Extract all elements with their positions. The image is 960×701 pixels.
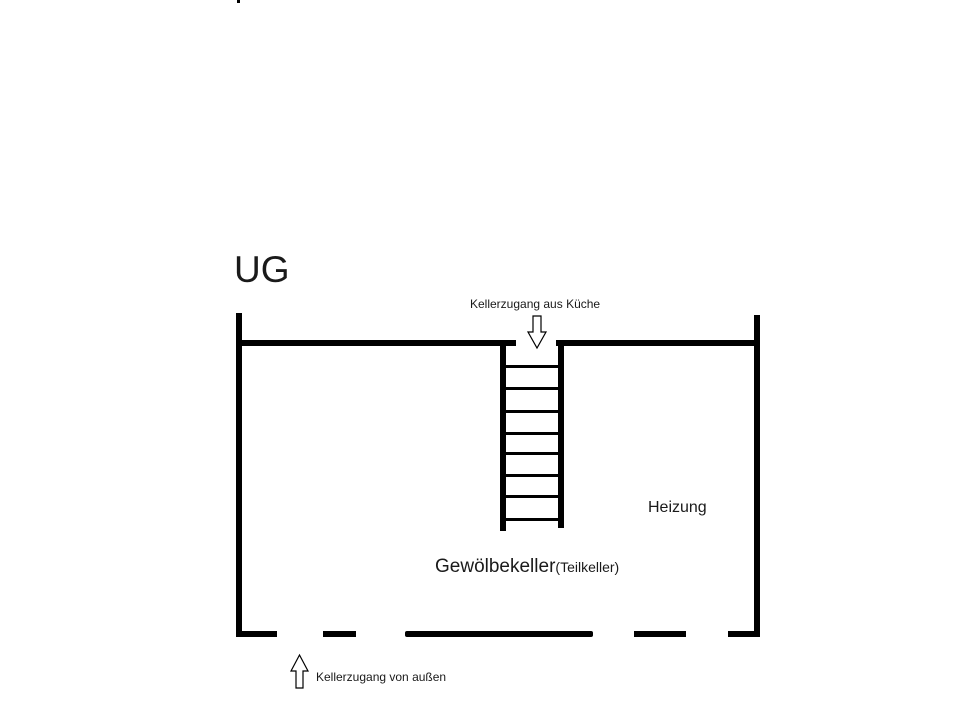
- stair-rung: [505, 432, 559, 435]
- stray-mark: [237, 0, 240, 3]
- bottom-wall-segment: [236, 631, 277, 637]
- right-wall: [754, 315, 760, 637]
- stair-rung: [505, 495, 559, 498]
- label-cellar-main: Gewölbekeller: [435, 556, 556, 577]
- label-cellar-sub: (Teilkeller): [555, 559, 620, 575]
- arrow-down-icon: [526, 315, 548, 350]
- bottom-wall-segment: [323, 631, 356, 637]
- bottom-wall-segment: [405, 631, 593, 637]
- walls: [236, 313, 760, 637]
- stair-rung: [505, 474, 559, 477]
- top-right-wall: [556, 340, 760, 346]
- stair-rung: [505, 387, 559, 390]
- label-cellar: Gewölbekeller(Teilkeller): [435, 556, 619, 578]
- stair-rung: [505, 518, 559, 521]
- arrow-up-icon: [290, 653, 309, 689]
- staircase: [505, 365, 559, 521]
- stair-rung: [505, 410, 559, 413]
- stair-rung: [505, 365, 559, 368]
- label-top-access: Kellerzugang aus Küche: [470, 297, 601, 311]
- stair-rung: [505, 452, 559, 455]
- floor-title: UG: [234, 249, 290, 290]
- stair-right-rail: [558, 340, 564, 528]
- label-outside-access: Kellerzugang von außen: [316, 670, 447, 684]
- left-wall: [236, 313, 242, 637]
- bottom-wall-segment: [728, 631, 760, 637]
- bottom-wall-segment: [634, 631, 686, 637]
- top-left-wall: [236, 340, 516, 346]
- label-heating: Heizung: [648, 499, 707, 516]
- stair-left-rail: [500, 340, 506, 531]
